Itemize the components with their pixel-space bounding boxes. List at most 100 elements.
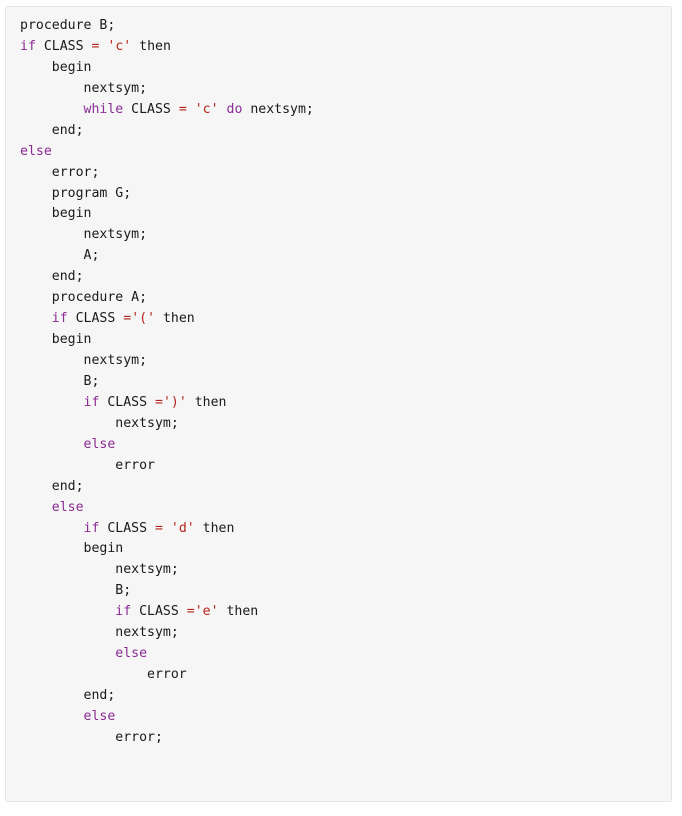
code-line: end; — [20, 477, 671, 498]
code-keyword: else — [51, 499, 84, 515]
code-line: procedure B; — [20, 16, 671, 37]
code-line: begin — [20, 539, 671, 560]
code-line: else — [20, 644, 671, 665]
code-line: nextsym; — [20, 414, 671, 435]
code-keyword: while — [83, 101, 124, 117]
code-line: else — [20, 707, 671, 728]
code-text: nextsym; — [20, 80, 148, 96]
code-keyword: else — [20, 143, 52, 159]
code-line: else — [20, 498, 671, 519]
code-line: begin — [20, 330, 671, 351]
code-line: if CLASS = 'c' then — [20, 37, 671, 58]
code-text: end; — [20, 269, 84, 285]
code-operator: = — [186, 604, 195, 620]
code-text — [20, 500, 52, 515]
code-text: procedure A; — [20, 290, 148, 306]
code-line: B; — [20, 581, 671, 602]
code-text — [163, 521, 171, 536]
code-line: nextsym; — [20, 351, 671, 372]
code-line: program G; — [20, 184, 671, 205]
code-line: if CLASS = 'd' then — [20, 519, 671, 540]
code-line: if CLASS =')' then — [20, 393, 671, 414]
code-text — [20, 604, 115, 619]
code-text: nextsym; — [20, 562, 179, 578]
code-text: then — [218, 604, 259, 620]
code-keyword: do — [226, 101, 243, 117]
code-operator: = — [178, 101, 187, 117]
code-text: then — [194, 520, 235, 536]
code-text — [20, 437, 84, 452]
code-line: A; — [20, 246, 671, 267]
code-line: if CLASS ='(' then — [20, 309, 671, 330]
code-text: CLASS — [67, 311, 124, 327]
code-text: error — [20, 667, 187, 683]
code-text: B; — [20, 373, 100, 389]
code-text: then — [155, 311, 195, 327]
code-text: begin — [20, 59, 92, 75]
code-text: then — [131, 38, 171, 54]
code-keyword: else — [115, 646, 148, 662]
code-text: A; — [20, 248, 100, 264]
code-string: 'c' — [194, 101, 219, 117]
code-text: B; — [20, 583, 132, 599]
code-text: nextsym; — [242, 101, 314, 117]
code-text — [219, 102, 227, 117]
code-line: nextsym; — [20, 79, 671, 100]
code-text — [20, 395, 84, 410]
code-text — [20, 646, 115, 661]
code-line: else — [20, 435, 671, 456]
code-text: nextsym; — [20, 625, 179, 641]
code-text: nextsym; — [20, 353, 148, 368]
code-text: begin — [20, 541, 124, 557]
code-lines: procedure B; if CLASS = 'c' then begin ne… — [20, 16, 671, 749]
code-keyword: if — [20, 38, 36, 54]
code-operator: = — [123, 311, 132, 327]
code-string: 'e' — [194, 604, 219, 620]
code-text: end; — [20, 122, 84, 138]
code-text: procedure B; — [20, 18, 116, 33]
code-keyword: if — [83, 394, 100, 410]
code-text: nextsym; — [20, 227, 148, 243]
code-line: end; — [20, 267, 671, 288]
code-keyword: if — [115, 604, 132, 620]
code-line: begin — [20, 204, 671, 225]
code-line: else — [20, 142, 671, 163]
code-text: error; — [20, 729, 163, 745]
code-text: end; — [20, 688, 116, 703]
code-keyword: else — [83, 708, 116, 724]
code-line: error; — [20, 728, 671, 749]
code-text: then — [186, 394, 227, 410]
code-line: begin — [20, 58, 671, 79]
code-text — [20, 102, 84, 117]
code-block: procedure B; if CLASS = 'c' then begin ne… — [5, 6, 672, 802]
code-string: ')' — [162, 394, 187, 410]
code-line: B; — [20, 372, 671, 393]
code-text — [187, 102, 195, 117]
code-string: '(' — [131, 311, 156, 327]
code-line: nextsym; — [20, 560, 671, 581]
code-text: CLASS — [123, 101, 179, 117]
code-line: while CLASS = 'c' do nextsym; — [20, 100, 671, 121]
code-text: end; — [20, 478, 84, 494]
code-keyword: else — [83, 436, 116, 452]
code-line: end; — [20, 121, 671, 142]
code-operator: = — [91, 38, 100, 54]
code-line: if CLASS ='e' then — [20, 602, 671, 623]
code-operator: = — [155, 520, 163, 536]
code-text: CLASS — [99, 394, 155, 410]
code-keyword: if — [83, 520, 100, 536]
code-line: nextsym; — [20, 225, 671, 246]
code-text — [20, 521, 84, 536]
code-text: begin — [20, 206, 92, 222]
code-line: error — [20, 456, 671, 477]
code-text: CLASS — [35, 38, 92, 54]
code-text — [20, 311, 52, 326]
code-text: nextsym; — [20, 415, 179, 431]
code-operator: = — [155, 394, 163, 410]
code-text: begin — [20, 332, 92, 348]
code-line: nextsym; — [20, 623, 671, 644]
code-line: error — [20, 665, 671, 686]
code-line: procedure A; — [20, 288, 671, 309]
code-line: error; — [20, 163, 671, 184]
code-string: 'd' — [170, 520, 195, 536]
